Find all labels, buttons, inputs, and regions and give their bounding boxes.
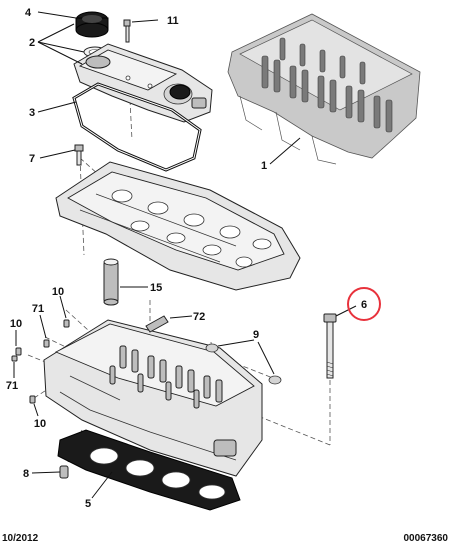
highlight-circle — [347, 287, 381, 321]
dowel-8 — [59, 465, 69, 479]
callout-2: 2 — [29, 37, 35, 49]
callout-10-top: 10 — [52, 286, 64, 298]
cylinder-head — [43, 319, 263, 477]
callout-3: 3 — [29, 107, 35, 119]
cover-gasket-3 — [72, 82, 202, 172]
callout-5: 5 — [85, 498, 91, 510]
footer-reference: 00067360 — [404, 533, 449, 544]
callout-11: 11 — [167, 15, 179, 27]
callout-71-top: 71 — [32, 303, 44, 315]
engine-assembly-1 — [227, 13, 421, 165]
pins-10-71 — [11, 319, 70, 404]
callout-10-bottom: 10 — [34, 418, 46, 430]
callout-72: 72 — [193, 311, 205, 323]
carrier-bores — [111, 189, 272, 268]
callout-7: 7 — [29, 153, 35, 165]
engine-valve-springs — [261, 37, 393, 133]
callout-9: 9 — [253, 329, 259, 341]
callout-4: 4 — [25, 7, 32, 19]
callout-71-bottom: 71 — [6, 380, 18, 392]
camshaft-carrier — [55, 161, 301, 291]
callout-6: 6 — [361, 299, 367, 311]
oil-filler-cap-4 — [75, 11, 109, 38]
dowel-tube-15 — [103, 258, 119, 306]
callout-labels: 4 2 11 3 7 1 15 10 71 72 6 10 9 71 10 8 … — [6, 7, 367, 510]
callout-8: 8 — [23, 468, 29, 480]
leader-lines — [13, 11, 357, 499]
callout-10-mid: 10 — [10, 318, 22, 330]
plugs-9 — [205, 343, 282, 385]
cylinder-head-cover-2 — [73, 43, 213, 123]
screw-7 — [74, 144, 84, 166]
footer-date: 10/2012 — [2, 533, 39, 544]
bolt-72 — [145, 315, 169, 333]
head-bolt-6 — [323, 313, 337, 379]
head-valve-stems — [109, 345, 223, 409]
screw-11 — [123, 19, 131, 43]
head-gasket-5 — [57, 429, 241, 511]
callout-1: 1 — [261, 160, 267, 172]
callout-15: 15 — [150, 282, 162, 294]
